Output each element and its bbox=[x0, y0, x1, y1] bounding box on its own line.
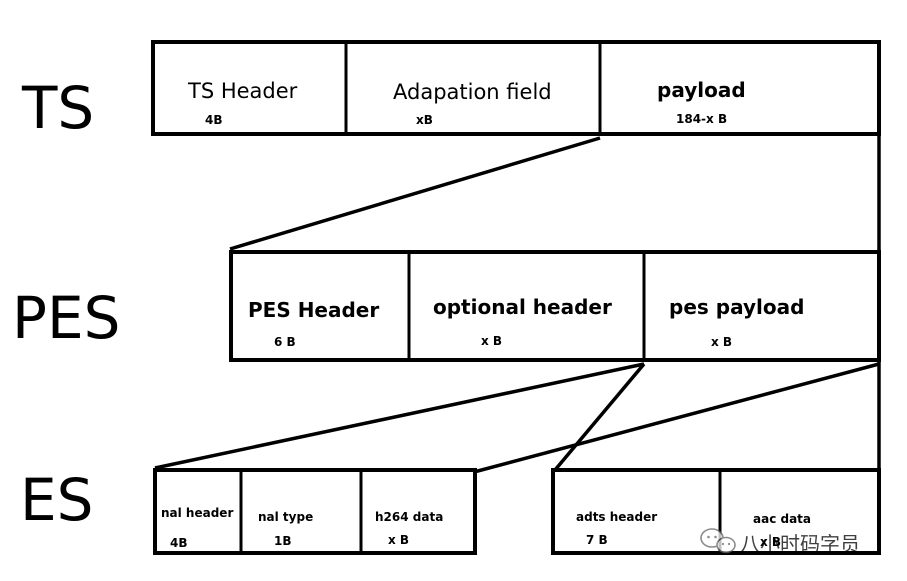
adaptation-field-size: xB bbox=[416, 113, 433, 127]
h264-data-name: h264 data bbox=[375, 510, 443, 524]
ts-packet-box bbox=[151, 40, 881, 136]
es-video-box bbox=[153, 468, 477, 555]
pes-payload-size: x B bbox=[711, 335, 732, 349]
ts-payload-name: payload bbox=[657, 78, 746, 102]
ts-header-size: 4B bbox=[205, 113, 223, 127]
ts-to-pes-connector-left bbox=[229, 136, 601, 251]
nal-header-name: nal header bbox=[161, 506, 233, 520]
nal-type-name: nal type bbox=[258, 510, 313, 524]
ts-packet: TS Header 4B Adapation field xB payload … bbox=[151, 40, 881, 136]
adts-header-name: adts header bbox=[576, 510, 657, 524]
pes-to-video-es-connector-right bbox=[473, 362, 880, 474]
ts-header-name: TS Header bbox=[187, 79, 298, 103]
watermark-text: 八小时码字员 bbox=[740, 532, 860, 556]
adts-header-size: 7 B bbox=[586, 533, 608, 547]
ts-payload-size: 184-x B bbox=[676, 112, 727, 126]
ts-level-label: TS bbox=[21, 74, 94, 142]
optional-header-name: optional header bbox=[433, 295, 612, 319]
adaptation-field-name: Adapation field bbox=[393, 80, 552, 104]
pes-to-video-es-connector-left bbox=[154, 362, 645, 470]
pes-to-audio-es-connector bbox=[553, 362, 646, 472]
aac-data-size: x B bbox=[760, 535, 781, 549]
watermark: 八小时码字员 bbox=[700, 528, 860, 556]
h264-data-size: x B bbox=[388, 533, 409, 547]
nal-header-size: 4B bbox=[170, 536, 188, 550]
pes-packet: PES Header 6 B optional header x B pes p… bbox=[229, 250, 881, 362]
optional-header-size: x B bbox=[481, 334, 502, 348]
pes-level-label: PES bbox=[12, 284, 120, 352]
pes-header-size: 6 B bbox=[274, 335, 296, 349]
chat-bubble-icon bbox=[700, 528, 736, 554]
pes-packet-box bbox=[229, 250, 881, 362]
pes-payload-name: pes payload bbox=[669, 295, 804, 319]
nal-type-size: 1B bbox=[274, 534, 292, 548]
aac-data-name: aac data bbox=[753, 512, 811, 526]
pes-header-name: PES Header bbox=[248, 298, 379, 322]
es-level-label: ES bbox=[20, 466, 93, 534]
es-video-stream: nal header 4B nal type 1B h264 data x B bbox=[153, 468, 477, 555]
